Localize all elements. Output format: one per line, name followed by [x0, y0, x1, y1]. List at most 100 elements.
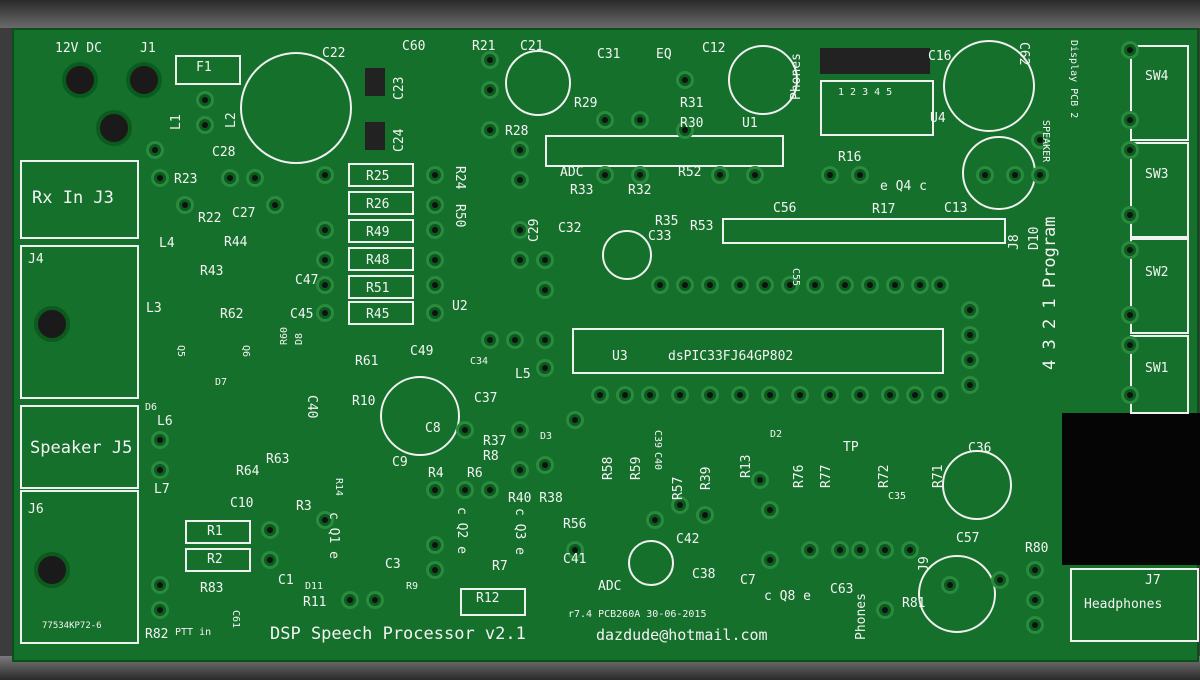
silkscreen-label: C10 [230, 496, 254, 511]
solder-pad [196, 116, 214, 134]
silkscreen-label: PTT in [175, 627, 212, 638]
solder-pad [481, 81, 499, 99]
silkscreen-label: C9 [392, 455, 408, 470]
solder-pad [676, 276, 694, 294]
silkscreen-label: R1 [207, 524, 223, 539]
silkscreen-label: J7 [1145, 573, 1161, 588]
solder-pad [961, 301, 979, 319]
solder-pad [511, 461, 529, 479]
silkscreen-label: D11 [305, 581, 324, 592]
silkscreen-label: C42 [676, 532, 700, 547]
silkscreen-label: U1 [742, 116, 758, 131]
silkscreen-label: C62 [1016, 42, 1031, 66]
silkscreen-label: C7 [740, 573, 756, 588]
silkscreen-label: R48 [366, 253, 390, 268]
solder-pad [1121, 241, 1139, 259]
resistor-r48-outline [348, 247, 414, 271]
solder-pad [801, 541, 819, 559]
silkscreen-label: D8 [294, 332, 305, 345]
solder-pad [426, 196, 444, 214]
resistor-r12-outline [460, 588, 526, 616]
solder-pad [316, 511, 334, 529]
silkscreen-label: R16 [838, 150, 862, 165]
silkscreen-label: 4 3 2 1 Program [1040, 216, 1060, 370]
silkscreen-label: C47 [295, 273, 319, 288]
solder-pad [751, 471, 769, 489]
solder-pad [151, 461, 169, 479]
silkscreen-label: J9 [917, 556, 932, 572]
board-title: DSP Speech Processor v2.1 [270, 624, 526, 644]
silkscreen-label: R12 [476, 591, 500, 606]
silkscreen-label: SW3 [1145, 167, 1169, 182]
silkscreen-label: R72 [877, 464, 892, 488]
solder-pad [831, 541, 849, 559]
solder-pad [316, 304, 334, 322]
silkscreen-label: R60 [279, 326, 290, 345]
silkscreen-label: C41 [563, 552, 587, 567]
dc-jack-hole [96, 110, 132, 146]
silkscreen-label: R49 [366, 225, 390, 240]
silkscreen-label: R2 [207, 552, 223, 567]
solder-pad [426, 304, 444, 322]
solder-pad [756, 276, 774, 294]
solder-pad [596, 111, 614, 129]
silkscreen-label: C37 [474, 391, 498, 406]
solder-pad [876, 601, 894, 619]
silkscreen-label: R43 [200, 264, 224, 279]
solder-pad [566, 541, 584, 559]
solder-pad [511, 421, 529, 439]
silkscreen-label: R11 [303, 595, 327, 610]
solder-pad [631, 111, 649, 129]
solder-pad [836, 276, 854, 294]
solder-pad [941, 576, 959, 594]
solder-pad [456, 481, 474, 499]
solder-pad [481, 481, 499, 499]
solder-pad [426, 536, 444, 554]
solder-pad [781, 276, 799, 294]
solder-pad [426, 166, 444, 184]
solder-pad [1121, 386, 1139, 404]
solder-pad [1121, 206, 1139, 224]
silkscreen-label: C13 [944, 201, 968, 216]
silkscreen-label: R21 [472, 39, 496, 54]
solder-pad [851, 541, 869, 559]
silkscreen-label: R59 [629, 456, 644, 480]
silkscreen-label: L2 [224, 112, 239, 128]
solder-pad [246, 169, 264, 187]
solder-pad [961, 376, 979, 394]
pcb-board [12, 28, 1199, 662]
solder-pad [511, 221, 529, 239]
capacitor-c13-outline [962, 136, 1036, 210]
silkscreen-label: C38 [692, 567, 716, 582]
silkscreen-label: R51 [366, 281, 390, 296]
ic-u1-outline [545, 135, 784, 167]
silkscreen-label: D6 [145, 402, 158, 413]
solder-pad [696, 506, 714, 524]
silkscreen-label: c Q2 e [454, 507, 469, 554]
silkscreen-label: R26 [366, 197, 390, 212]
silkscreen-label: R25 [366, 169, 390, 184]
silkscreen-label: R52 [678, 165, 702, 180]
solder-pad [711, 166, 729, 184]
solder-pad [511, 171, 529, 189]
silkscreen-label: Q5 [175, 345, 186, 358]
silkscreen-label: C61 [230, 610, 241, 629]
switch-sw4-outline [1130, 45, 1189, 141]
resistor-r51-outline [348, 275, 414, 299]
silkscreen-label: J8 [1007, 234, 1022, 250]
silkscreen-label: C1 [278, 573, 294, 588]
capacitor-c22-outline [240, 52, 352, 164]
solder-pad [976, 166, 994, 184]
solder-pad [426, 221, 444, 239]
connector-j3-outline [20, 160, 139, 239]
solder-pad [886, 276, 904, 294]
silkscreen-label: Headphones [1084, 597, 1163, 612]
solder-pad [316, 166, 334, 184]
solder-pad [746, 166, 764, 184]
solder-pad [641, 386, 659, 404]
silkscreen-label: c Q8 e [764, 589, 811, 604]
solder-pad [426, 251, 444, 269]
silkscreen-label: C28 [212, 145, 236, 160]
silkscreen-label: C3 [385, 557, 401, 572]
silkscreen-label: C40 [652, 452, 663, 471]
